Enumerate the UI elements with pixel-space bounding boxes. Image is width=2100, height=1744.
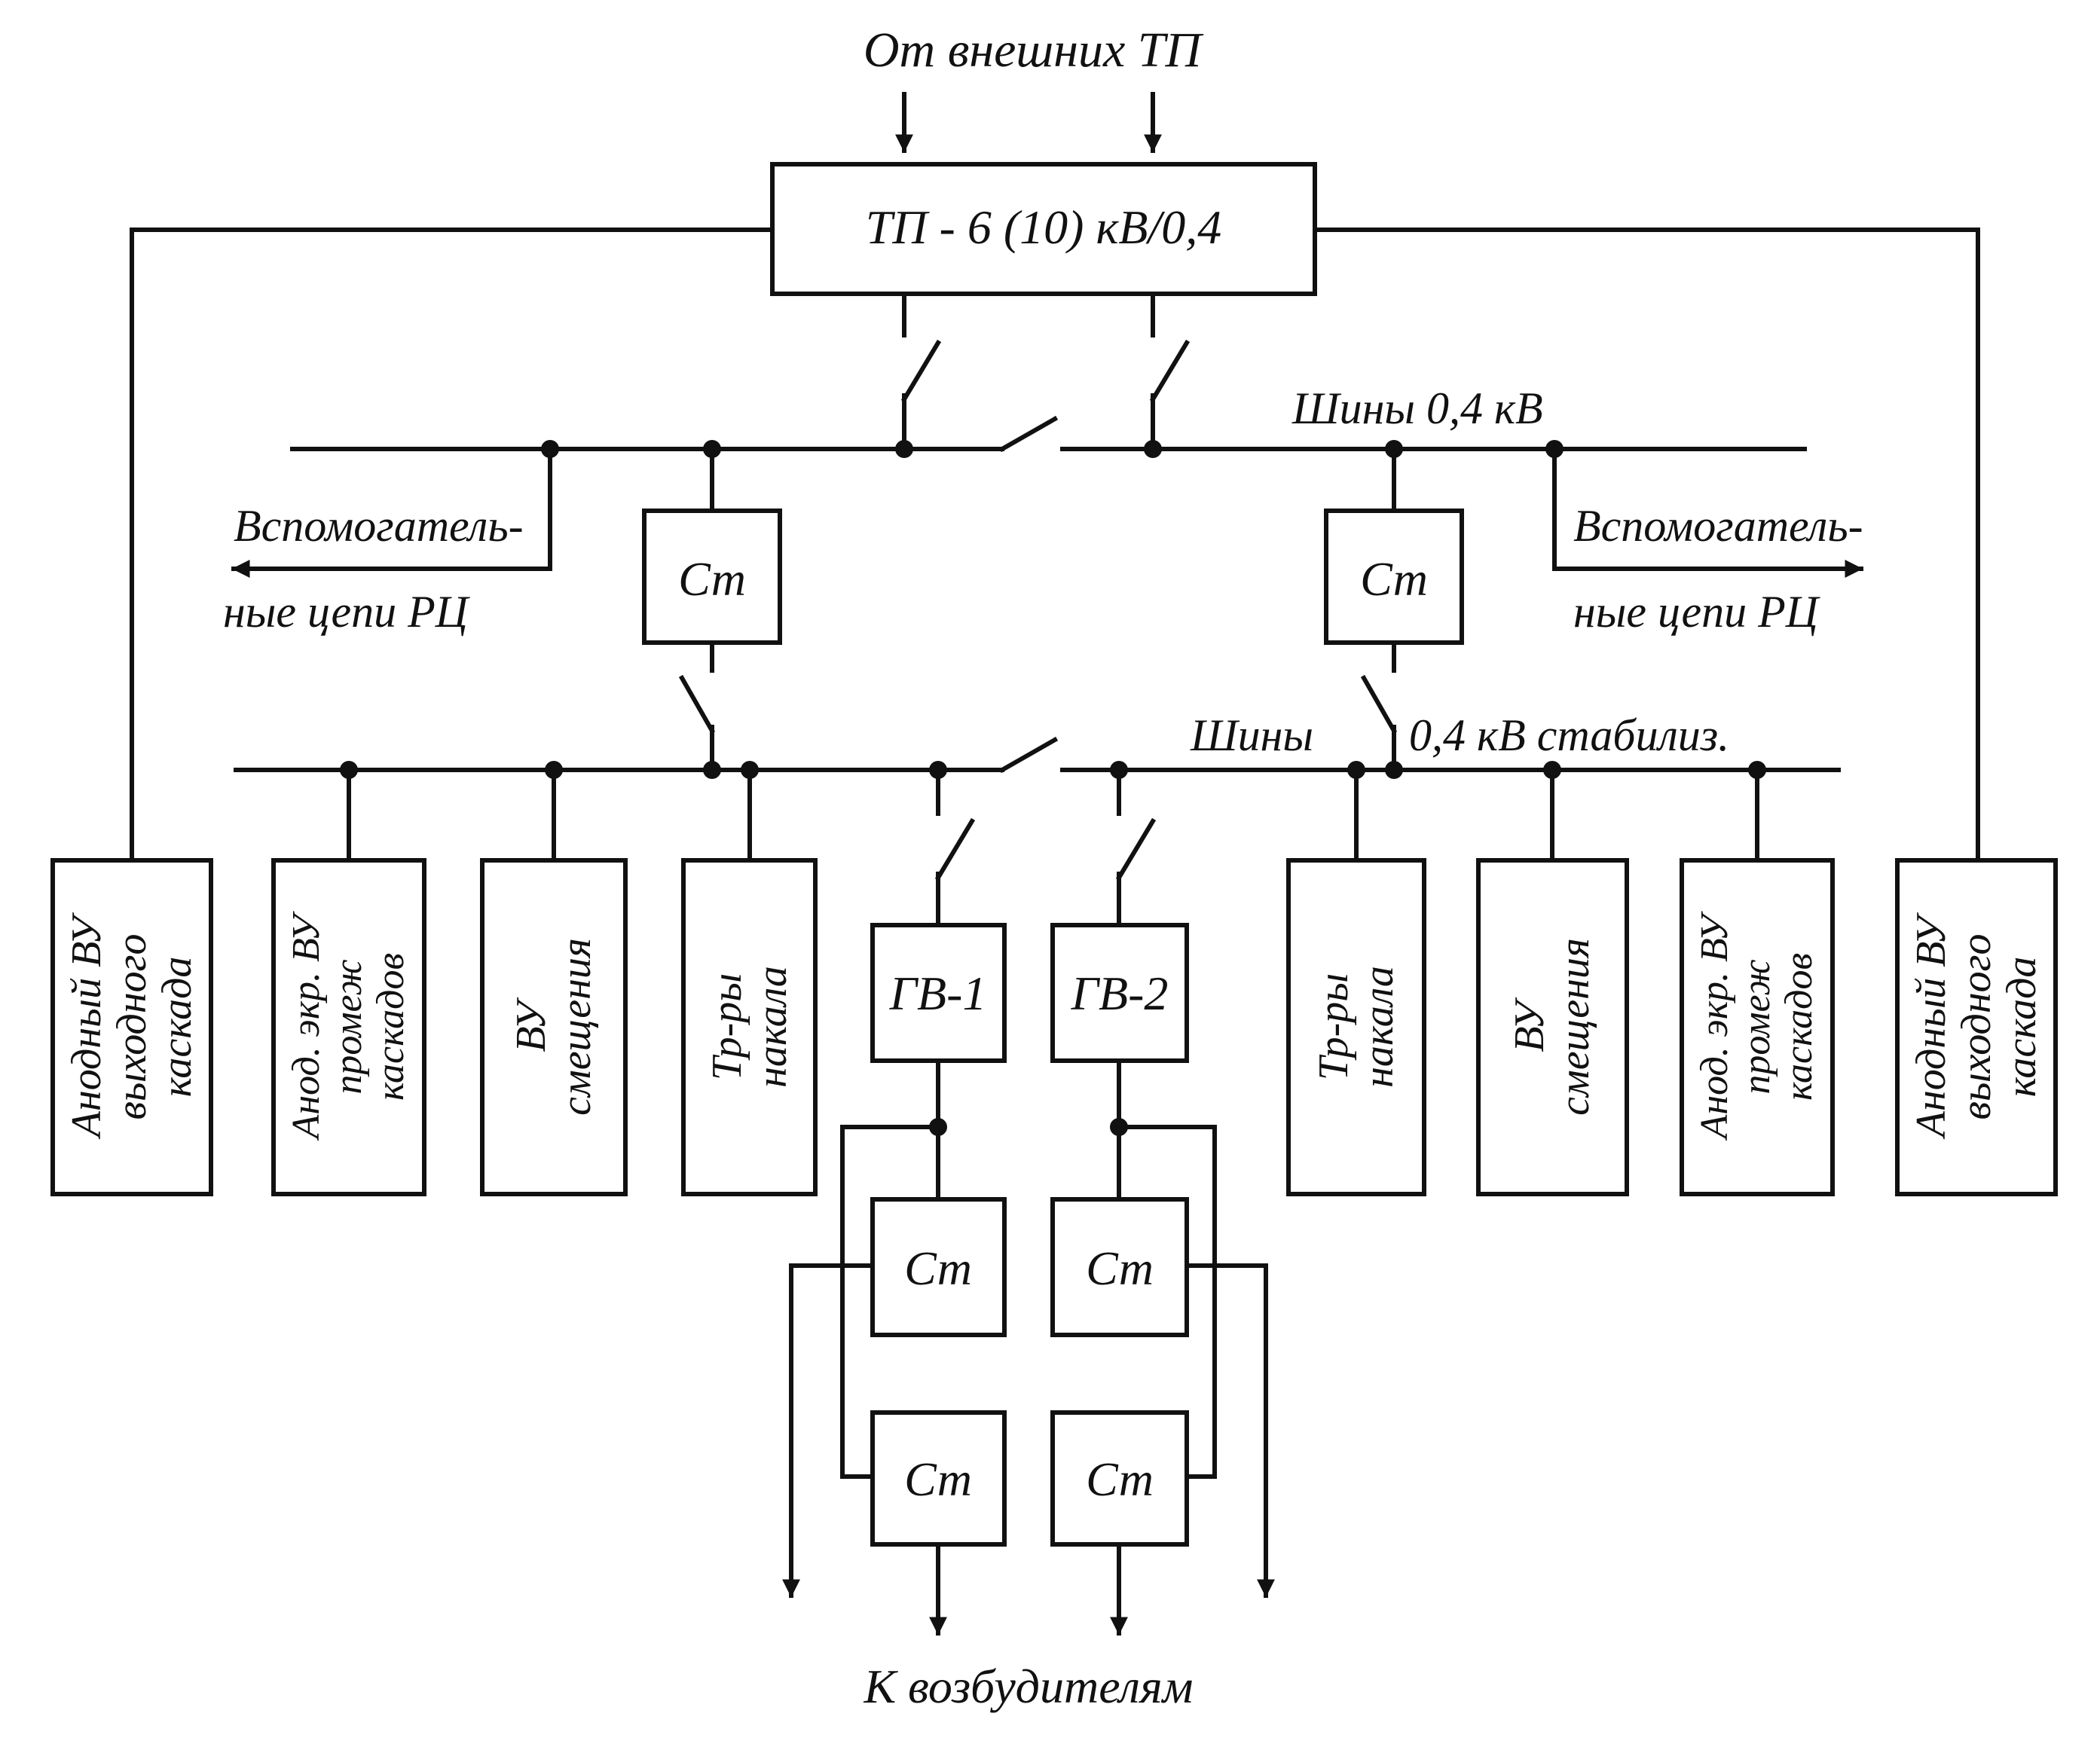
svg-text:смещения: смещения: [553, 938, 600, 1116]
svg-text:Ст: Ст: [904, 1242, 972, 1295]
load-bias-left: [480, 858, 628, 1196]
svg-text:выходного: выходного: [1953, 934, 2000, 1120]
svg-text:Анодный ВУ: Анодный ВУ: [63, 912, 110, 1140]
svg-text:Анодный ВУ: Анодный ВУ: [1908, 912, 1955, 1140]
load-heater-right: [1286, 858, 1426, 1196]
bus-stab-label-1: Шины: [1190, 710, 1313, 760]
svg-text:промеж: промеж: [327, 959, 370, 1094]
bus-stab-tie-switch: [998, 736, 1059, 774]
svg-text:Тр-ры: Тр-ры: [704, 973, 750, 1080]
load-anode-screen-left: [271, 858, 426, 1196]
svg-text:каскадов: каскадов: [369, 953, 412, 1101]
svg-text:каскада: каскада: [154, 957, 200, 1098]
gv2-box: [1050, 923, 1189, 1063]
bus-stab-label-2: 0,4 кВ стабилиз.: [1409, 710, 1729, 760]
bus-top-tie-switch: [998, 415, 1059, 453]
svg-text:ВУ: ВУ: [1506, 997, 1553, 1052]
svg-text:каскадов: каскадов: [1778, 953, 1820, 1101]
svg-text:накала: накала: [749, 966, 796, 1088]
gv1-loop: [840, 1125, 940, 1479]
svg-text:Анод. экр. ВУ: Анод. экр. ВУ: [285, 911, 328, 1141]
stabilizer-right: [1324, 509, 1464, 645]
svg-text:выходного: выходного: [109, 934, 155, 1120]
svg-text:смещения: смещения: [1551, 938, 1598, 1116]
gv2-loop: [1117, 1125, 1217, 1479]
svg-text:промеж: промеж: [1735, 959, 1778, 1094]
load-anode-output-left: [50, 858, 213, 1196]
exciter-arrow-far-left: [782, 1263, 875, 1598]
load-anode-output-right: [1895, 858, 2058, 1196]
aux-right-line1: Вспомогатель-: [1573, 501, 1863, 551]
stabilizer-gv1-b: [870, 1410, 1007, 1547]
exciters-label: К возбудителям: [863, 1660, 1193, 1713]
svg-text:Ст: Ст: [904, 1452, 972, 1506]
feeder-left-anode: [130, 228, 775, 863]
svg-text:ВУ: ВУ: [508, 997, 555, 1052]
stabilizer-left: [642, 509, 782, 645]
svg-text:Ст: Ст: [1086, 1242, 1154, 1295]
load-bias-right: [1476, 858, 1629, 1196]
stabilizer-right-switch: [1360, 674, 1398, 735]
gv1-switch: [934, 817, 976, 881]
gv2-switch: [1115, 817, 1157, 881]
svg-text:Анод. экр. ВУ: Анод. экр. ВУ: [1693, 911, 1736, 1141]
svg-text:Тр-ры: Тр-ры: [1310, 973, 1357, 1080]
stabilizer-right-label: Ст: [1360, 552, 1428, 606]
tp-switch-left: [900, 339, 942, 403]
bus-top-label: Шины 0,4 кВ: [1291, 383, 1543, 433]
feeder-right-anode: [1313, 228, 1980, 863]
gv2-label: ГВ-2: [1071, 967, 1169, 1020]
exciter-arrow-far-right: [1184, 1263, 1275, 1598]
stabilizer-gv2-a: [1050, 1197, 1189, 1337]
stabilizer-gv1-a: [870, 1197, 1007, 1337]
aux-right-arrow: [1552, 447, 1863, 578]
stabilizer-left-switch: [678, 674, 716, 735]
aux-left-arrow: [231, 447, 552, 578]
stabilizer-gv2-b: [1050, 1410, 1189, 1547]
svg-text:накала: накала: [1356, 966, 1402, 1088]
stabilizer-left-label: Ст: [678, 552, 746, 606]
tp-switch-right: [1149, 339, 1191, 403]
substation-label: ТП - 6 (10) кВ/0,4: [866, 200, 1222, 254]
svg-text:каскада: каскада: [1998, 957, 2045, 1098]
gv1-label: ГВ-1: [889, 967, 987, 1020]
load-heater-left: [681, 858, 818, 1196]
svg-text:Ст: Ст: [1086, 1452, 1154, 1506]
aux-left-line1: Вспомогатель-: [234, 501, 524, 551]
gv1-box: [870, 923, 1007, 1063]
load-anode-screen-right: [1680, 858, 1835, 1196]
aux-right-line2: ные цепи РЦ: [1573, 587, 1821, 637]
aux-left-line2: ные цепи РЦ: [223, 587, 471, 637]
external-substations-label: От внешних ТП: [864, 23, 1204, 78]
